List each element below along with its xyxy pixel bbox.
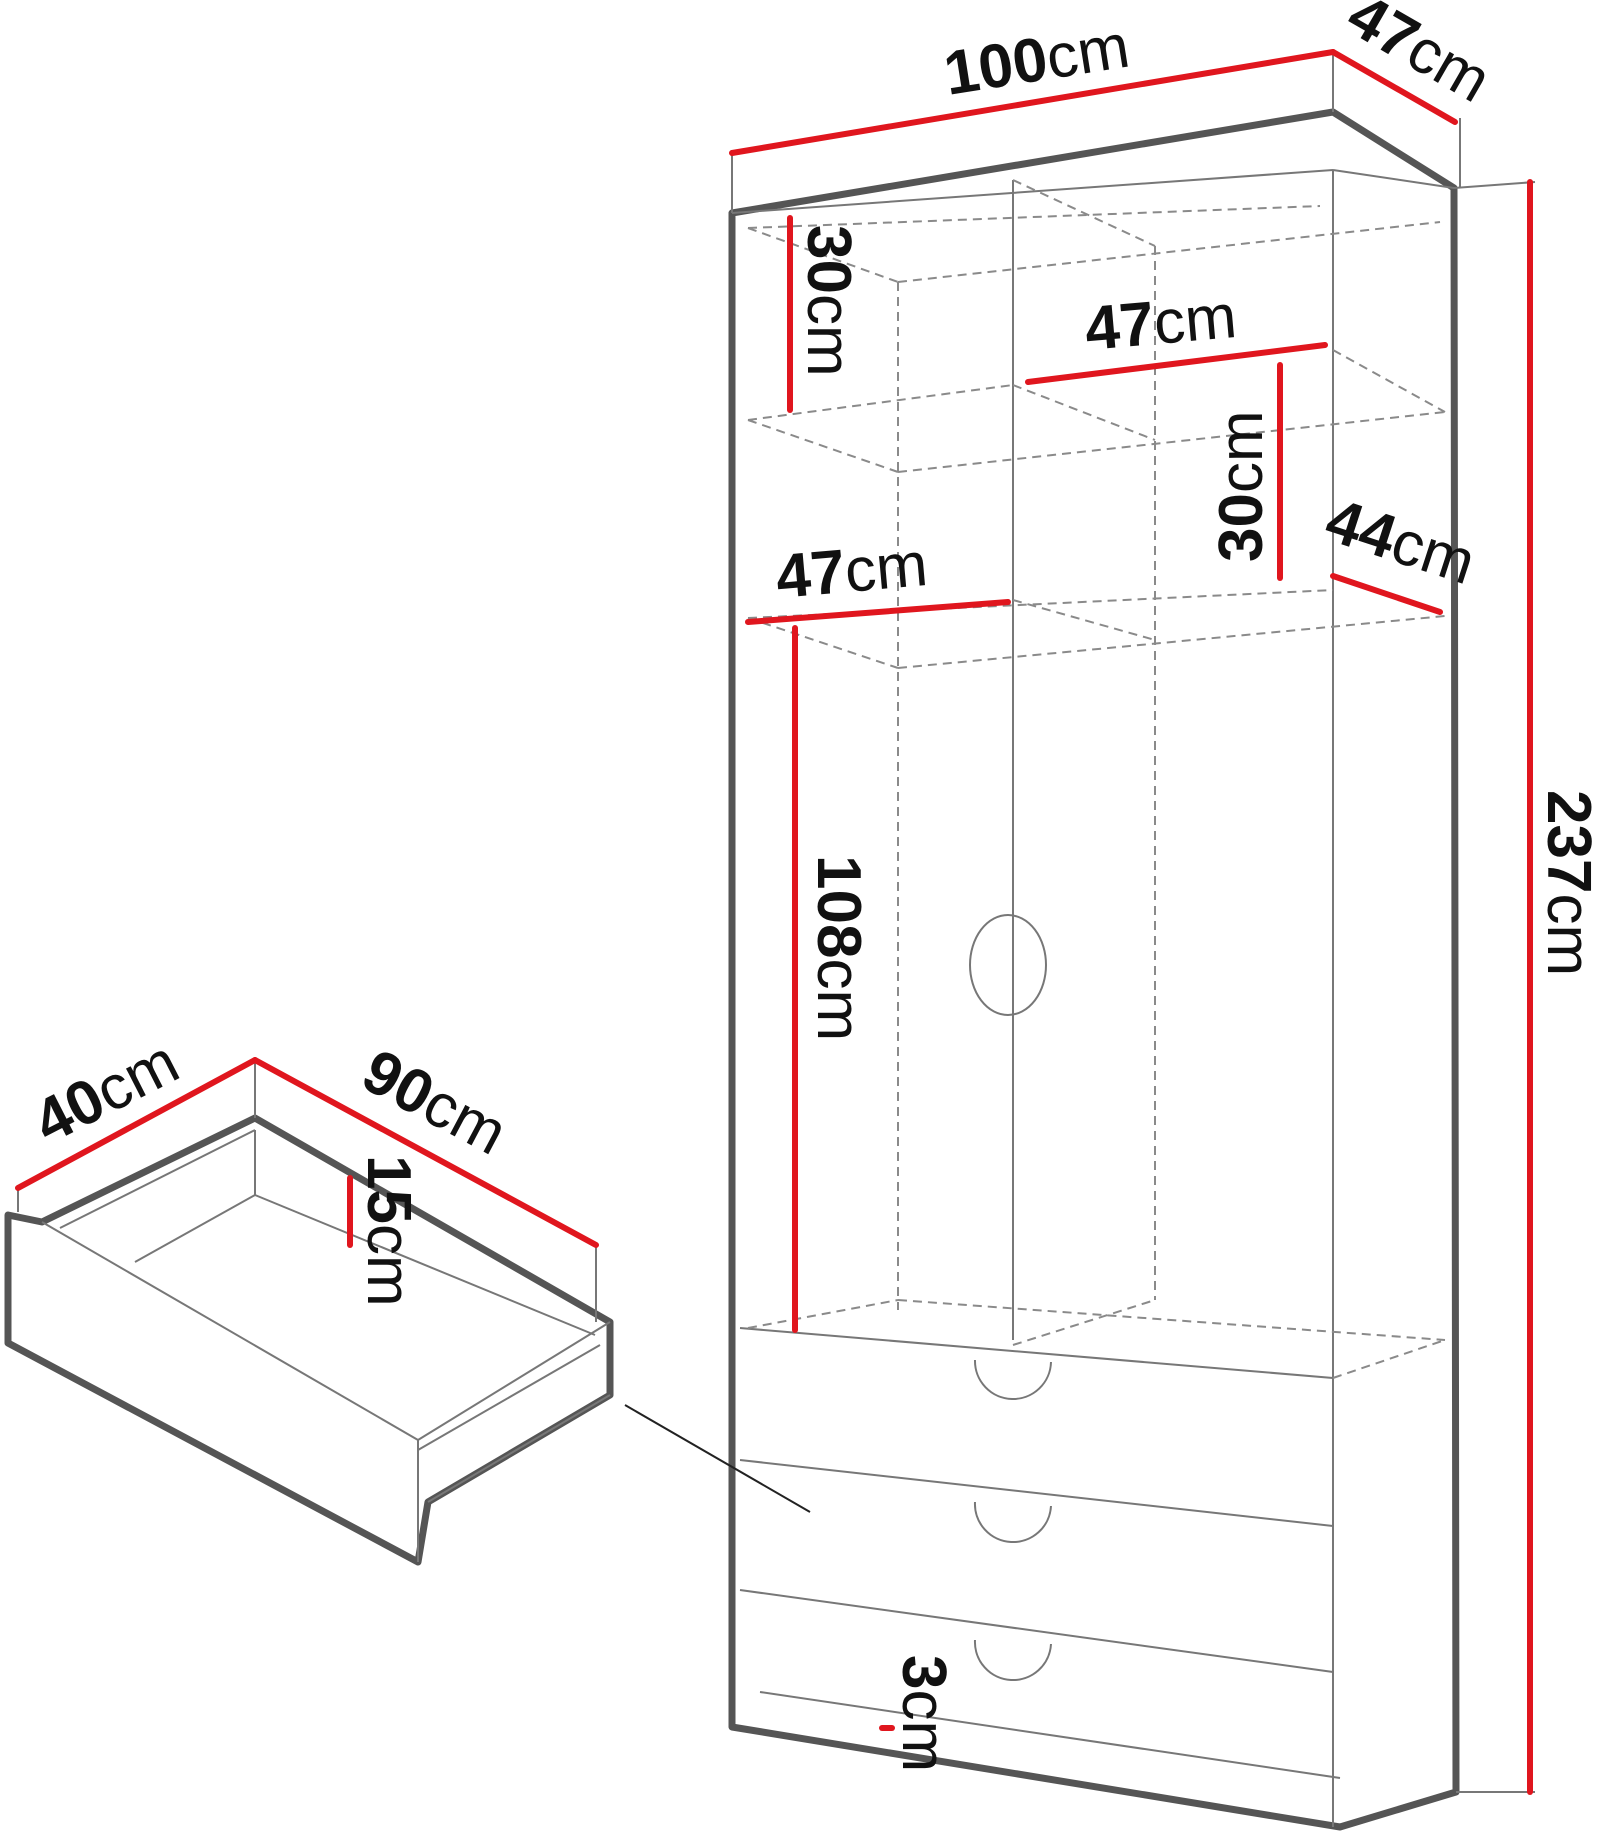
wardrobe-dimension-lines <box>729 49 1533 1795</box>
label-top-shelf: 30cm <box>794 225 863 377</box>
wardrobe-top-back <box>1332 169 1455 189</box>
dim-line-width <box>729 49 1336 156</box>
label-width: 100cm <box>939 12 1134 109</box>
drawer-handle-2 <box>973 1501 1052 1543</box>
drawer-handle-3 <box>973 1639 1052 1681</box>
drawer-outline <box>4 1114 614 1566</box>
drawer-drawing <box>4 1058 614 1566</box>
drawer-divider-1 <box>739 1459 1334 1527</box>
label-shelf-height-right: 30cm <box>1207 410 1276 562</box>
label-shelf-width-right: 47cm <box>1082 282 1239 364</box>
plinth-line <box>759 1691 1341 1779</box>
dim-line-shelf-width-right <box>1025 342 1328 385</box>
label-drawer-width: 90cm <box>351 1036 517 1168</box>
dim-line-drawer-depth <box>15 1057 258 1191</box>
label-hanging: 108cm <box>804 855 873 1041</box>
drawer-divider-2 <box>739 1589 1334 1673</box>
drawer-dimension-lines <box>15 1057 599 1248</box>
wardrobe-interior-dashed <box>747 179 1446 1379</box>
wardrobe-drawing <box>728 52 1536 1831</box>
drawer-leader-line <box>624 1404 811 1513</box>
label-plinth: 3cm <box>889 1655 958 1772</box>
door-handle <box>969 914 1047 1016</box>
drawer-section-top <box>739 1327 1334 1379</box>
dim-line-drawer-width <box>252 1057 599 1248</box>
dim-line-depth <box>1330 49 1458 125</box>
dim-line-shelf-width-left <box>745 599 1011 625</box>
label-shelf-width-left: 47cm <box>773 530 930 612</box>
label-drawer-height: 15cm <box>354 1155 423 1307</box>
label-height: 237cm <box>1534 790 1600 976</box>
drawer-handle-1 <box>973 1359 1052 1400</box>
wardrobe-top-edge <box>731 169 1334 214</box>
dim-line-shelf-depth <box>1330 573 1443 615</box>
